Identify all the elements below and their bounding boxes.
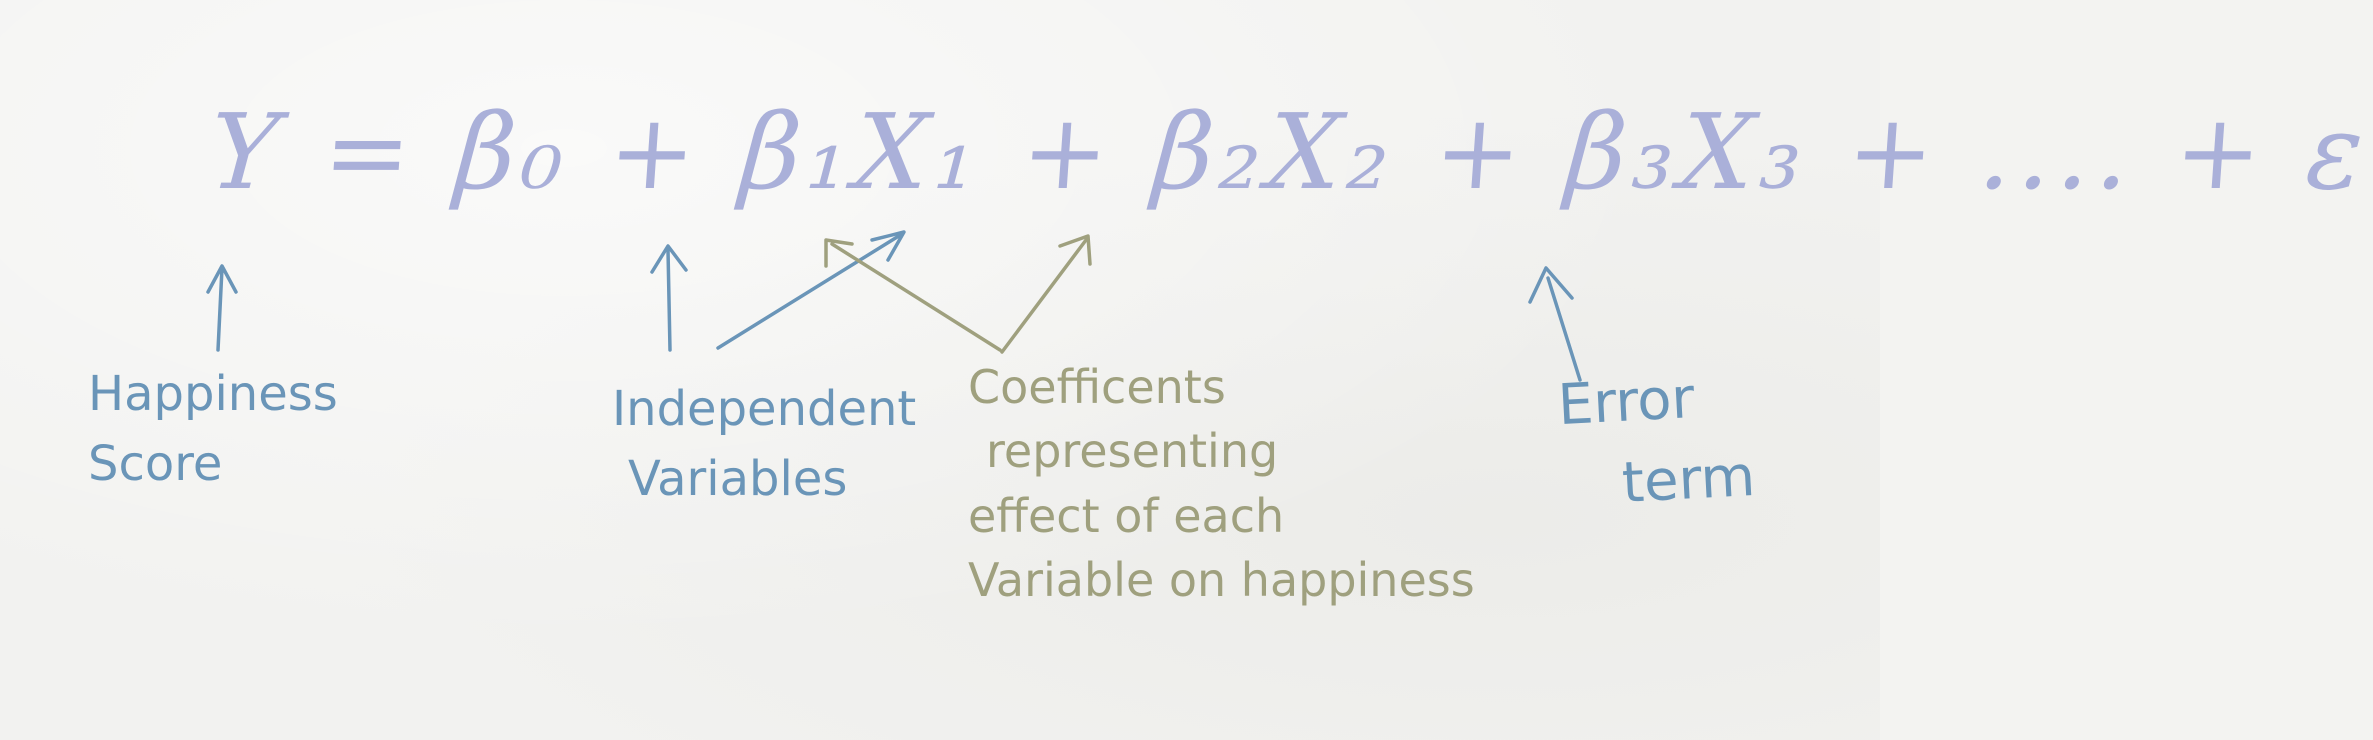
- label-coeff-line-3: effect of each: [968, 488, 1285, 543]
- label-independent-line-2: Variables: [628, 450, 848, 507]
- arrow-independent-x1: [650, 244, 688, 352]
- label-happiness-line-1: Happiness: [88, 366, 338, 422]
- label-coefficients: Coefficents representing effect of each …: [968, 355, 1475, 613]
- annotation-arrows: [206, 230, 1582, 382]
- label-independent-line-1: Independent: [612, 381, 917, 437]
- arrow-coeff-beta2: [824, 238, 1002, 352]
- label-independent-variables: Independent Variables: [612, 375, 916, 514]
- label-coeff-line-2: representing: [986, 424, 1279, 479]
- label-coeff-line-4: Variable on happiness: [968, 553, 1475, 608]
- arrow-error: [1528, 266, 1582, 382]
- label-happiness-score: Happiness Score: [88, 360, 338, 499]
- arrow-independent-x2: [716, 230, 906, 350]
- arrow-coeff-beta3: [1000, 234, 1092, 354]
- label-happiness-line-2: Score: [88, 435, 223, 492]
- arrow-happiness: [206, 264, 238, 352]
- label-coeff-line-1: Coefficents: [968, 360, 1226, 414]
